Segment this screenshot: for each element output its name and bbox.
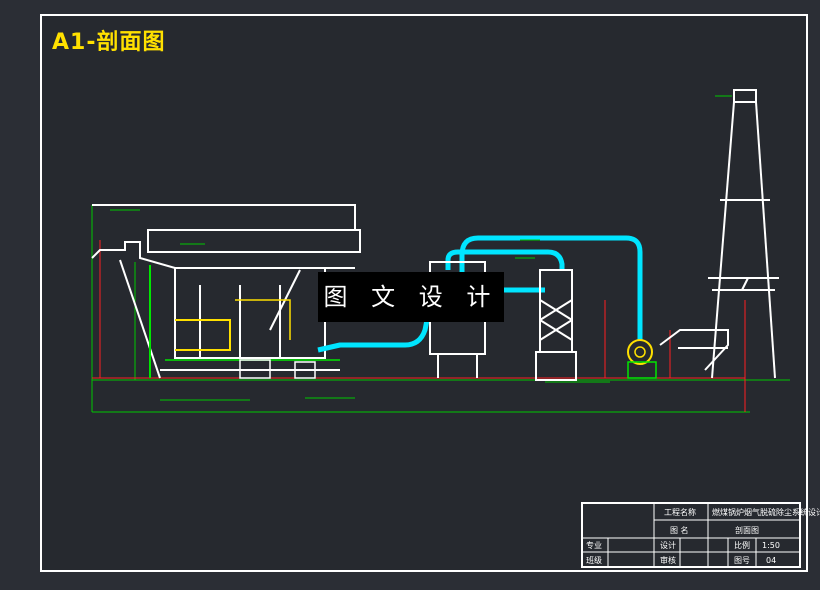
chimney bbox=[708, 89, 779, 379]
scale-value: 1:50 bbox=[762, 541, 780, 550]
boiler-house bbox=[91, 204, 361, 379]
watermark: 图 文 设 计 bbox=[318, 272, 504, 322]
sheet-no-value: 04 bbox=[766, 556, 776, 565]
section-lines bbox=[92, 240, 746, 412]
drawing-name-label: 图 名 bbox=[670, 525, 689, 535]
dimension-lines bbox=[91, 205, 790, 413]
annotation-marks bbox=[110, 95, 732, 259]
sheet-title: A1-剖面图 bbox=[52, 30, 166, 55]
drawing-name: 剖面图 bbox=[735, 525, 759, 535]
major-label: 专业 bbox=[586, 540, 602, 550]
project-name: 燃煤锅炉烟气脱硫除尘系统设计 bbox=[712, 507, 820, 517]
title-block bbox=[581, 502, 801, 568]
design-label: 设计 bbox=[660, 540, 676, 550]
boiler-internals bbox=[149, 265, 340, 379]
sheet-no-label: 图号 bbox=[734, 556, 750, 565]
class-label: 班级 bbox=[586, 555, 602, 565]
review-label: 审核 bbox=[660, 555, 676, 565]
project-label: 工程名称 bbox=[664, 507, 696, 517]
induced-draft-fan bbox=[627, 329, 729, 379]
scale-label: 比例 bbox=[734, 540, 750, 550]
title-block-text: 工程名称 燃煤锅炉烟气脱硫除尘系统设计 图 名 剖面图 专业 设计 比例 1:5… bbox=[586, 507, 820, 565]
